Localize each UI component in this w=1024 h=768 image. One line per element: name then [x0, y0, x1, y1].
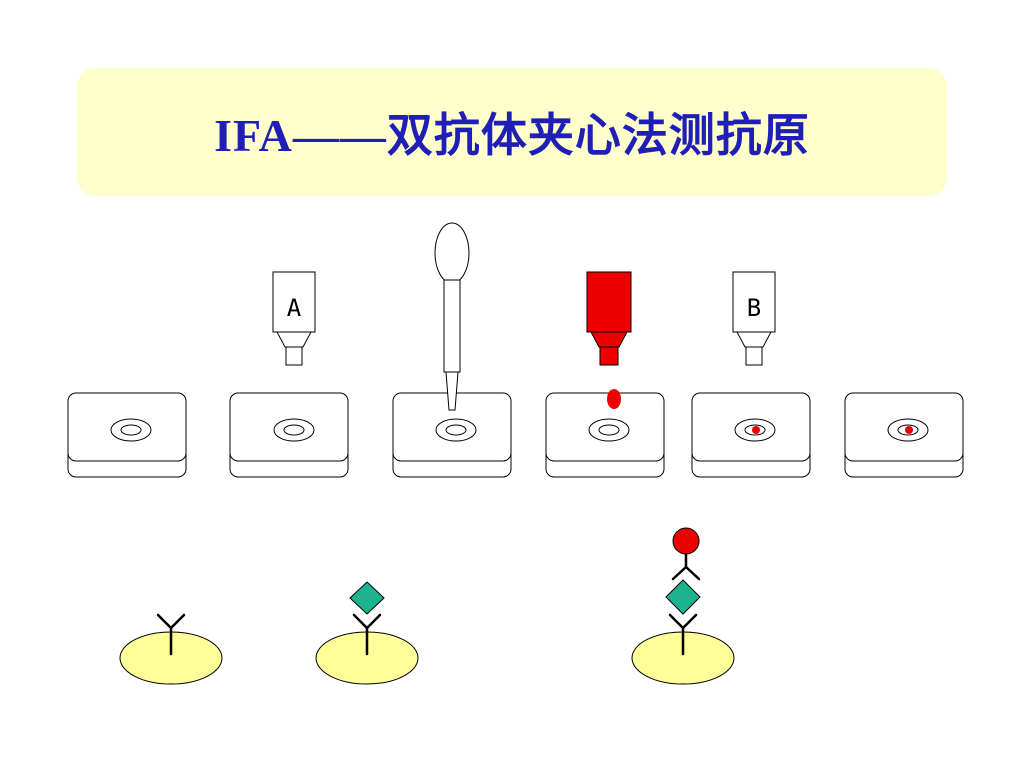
red-drop [607, 389, 621, 409]
title-banner: IFA——双抗体夹心法测抗原 [77, 68, 947, 196]
bottle-b-label: B [747, 294, 761, 322]
antigen-diamond-icon [349, 581, 385, 615]
capture-antibody-icon [352, 613, 382, 656]
capture-antibody-icon [156, 613, 186, 656]
slide-4 [545, 392, 665, 478]
fluorescent-dot [752, 426, 760, 434]
dropper-pipette [434, 222, 470, 411]
slide-5 [691, 392, 811, 478]
fluorescent-conjugate-bottle [586, 271, 632, 409]
slide-2 [229, 392, 349, 478]
stage-antigen-bound [315, 581, 419, 685]
reagent-bottle-b: B [732, 271, 776, 366]
capture-antibody-icon [668, 613, 698, 656]
slide-title: IFA——双抗体夹心法测抗原 [214, 110, 810, 161]
antigen-diamond-icon [665, 579, 701, 615]
slide-6 [844, 392, 964, 478]
stage-capture-antibody [119, 613, 223, 685]
reagent-bottle-a: A [272, 271, 316, 366]
fluorescent-dot [905, 426, 913, 434]
slide-1 [67, 392, 187, 478]
fluorescein-label-icon [672, 527, 700, 555]
stage-sandwich-complex [631, 527, 735, 685]
slide-3 [392, 392, 512, 478]
labeled-antibody-icon [671, 552, 701, 581]
bottle-a-label: A [287, 294, 302, 322]
